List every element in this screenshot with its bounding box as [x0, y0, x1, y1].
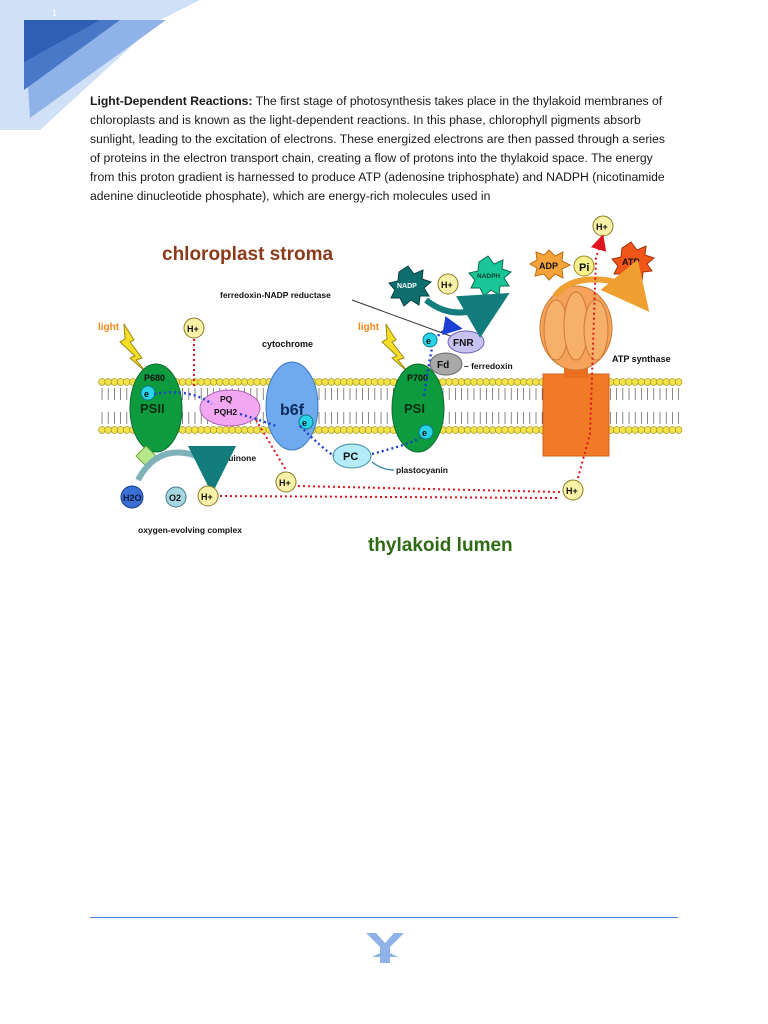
stroma-title: chloroplast stroma — [162, 244, 333, 265]
paragraph-text: The first stage of photosynthesis takes … — [90, 94, 665, 203]
cytochrome-label: cytochrome — [262, 339, 313, 349]
atp-synthase: ATP synthase — [539, 285, 671, 457]
proton-transport-path — [193, 238, 602, 499]
fnr-label: ferredoxin-NADP reductase — [220, 290, 331, 300]
footer-rule — [90, 917, 678, 918]
electron-fd: e — [422, 332, 438, 348]
paragraph-heading: Light-Dependent Reactions: — [90, 94, 253, 108]
electron-label: e — [426, 336, 431, 346]
electron-transport-path — [153, 328, 458, 457]
ferredoxin-nadp-reductase: ferredoxin-NADP reductase FNR — [220, 290, 485, 354]
electron-label: e — [302, 418, 307, 428]
fd-label: Fd — [437, 360, 449, 371]
electron-psii: e — [140, 385, 156, 401]
atp-synthase-label: ATP synthase — [612, 354, 671, 364]
body-paragraph: Light-Dependent Reactions: The first sta… — [90, 92, 678, 206]
adp-label: ADP — [539, 261, 558, 271]
nadph-formation-arrow — [424, 292, 510, 338]
p680-label: P680 — [144, 373, 165, 383]
proton-lumen-water: H+ — [197, 485, 219, 507]
b6f-label: b6f — [280, 402, 305, 419]
proton-stroma-center: H+ — [437, 273, 459, 295]
electron-label: e — [144, 389, 149, 399]
light-reactions-diagram: chloroplast stroma thylakoid lumen ATP s… — [98, 215, 686, 556]
psii-label: PSII — [140, 401, 165, 416]
page-number: 1 — [52, 8, 58, 18]
pqh2-label: PQH2 — [214, 407, 237, 417]
electron-label: e — [422, 428, 427, 438]
o2-label: O2 — [169, 493, 181, 503]
nadph-star: NADPH — [468, 255, 512, 297]
hplus-label: H+ — [201, 492, 213, 502]
proton-stroma-top: H+ — [592, 215, 614, 237]
proton-lumen-atp: H+ — [562, 479, 584, 501]
hplus-label: H+ — [187, 324, 199, 334]
light-bolt-right — [381, 323, 409, 373]
oxygen-molecule: O2 — [165, 486, 187, 508]
fnr-abbr: FNR — [453, 338, 474, 349]
nadph-label: NADPH — [477, 273, 500, 280]
ferredoxin-label: – ferredoxin — [464, 361, 513, 371]
plastocyanin-label: plastocyanin — [396, 465, 448, 475]
water-molecule: H2O — [120, 485, 144, 509]
ferredoxin: Fd – ferredoxin — [429, 352, 513, 376]
light-label-right: light — [358, 322, 380, 333]
atp-star: ATP — [611, 241, 655, 283]
atp-label: ATP — [622, 257, 639, 267]
pi-ion: Pi — [573, 255, 595, 277]
hplus-label: H+ — [596, 222, 608, 232]
adp-star: ADP — [528, 249, 572, 281]
oec-label: oxygen-evolving complex — [138, 525, 242, 535]
nadp-label: NADP — [397, 283, 417, 290]
light-bolt-left — [119, 323, 147, 373]
footer-logo-icon — [366, 933, 404, 963]
electron-b6f: e — [298, 414, 314, 430]
light-label-left: light — [98, 322, 120, 333]
atp-formation-arrow — [552, 259, 650, 312]
plastocyanin: PC plastocyanin — [332, 443, 448, 475]
hplus-label: H+ — [441, 280, 453, 290]
water-splitting-arrow — [135, 445, 236, 494]
pc-label: PC — [343, 451, 358, 463]
proton-lumen-b6f: H+ — [275, 471, 297, 493]
h2o-label: H2O — [123, 493, 142, 503]
proton-stroma-left: H+ — [183, 317, 205, 339]
lumen-title: thylakoid lumen — [368, 535, 513, 556]
hplus-label: H+ — [279, 478, 291, 488]
hplus-label: H+ — [566, 486, 578, 496]
nadp-star: NADP — [388, 265, 432, 307]
psi-label: PSI — [404, 401, 425, 416]
header-corner-decoration — [0, 0, 200, 130]
electron-psi: e — [418, 424, 434, 440]
p700-label: P700 — [407, 373, 428, 383]
pi-label: Pi — [579, 262, 589, 274]
pq-label: PQ — [220, 394, 233, 404]
